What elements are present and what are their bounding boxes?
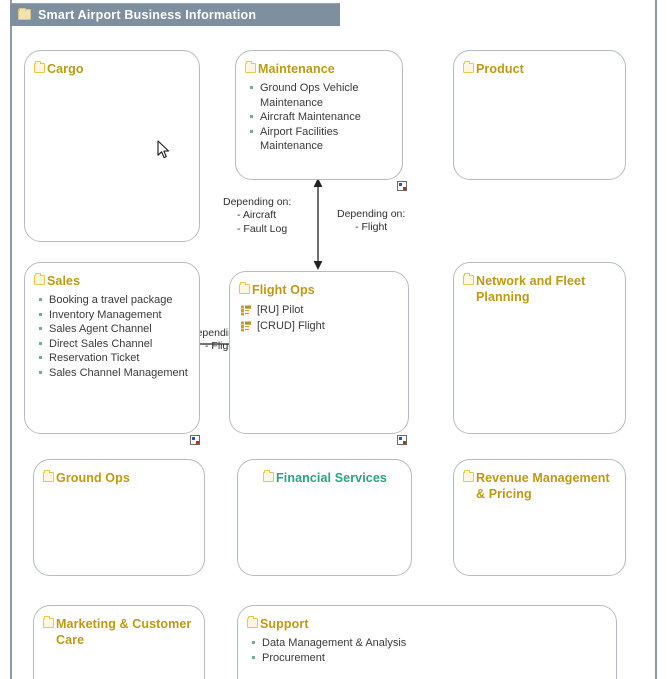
window-title: Smart Airport Business Information: [38, 7, 257, 22]
package-icon: [245, 60, 256, 73]
package-header: Financial Services: [247, 469, 403, 486]
package-product[interactable]: Product: [453, 50, 626, 180]
package-header: Revenue Management & Pricing: [463, 469, 617, 502]
entity-icon: [241, 305, 252, 316]
package-header: Maintenance: [245, 60, 394, 77]
connector-maintenance-flightops[interactable]: [310, 178, 326, 270]
package-title: Financial Services: [276, 471, 387, 485]
package-ground-ops[interactable]: Ground Ops: [33, 459, 205, 576]
list-item[interactable]: Aircraft Maintenance: [245, 110, 394, 125]
package-maintenance[interactable]: Maintenance Ground Ops Vehicle Maintenan…: [235, 50, 403, 180]
list-item[interactable]: Data Management & Analysis: [247, 636, 608, 651]
package-title: Cargo: [47, 62, 84, 76]
connector-label-flightops-side: Depending on: - Flight: [337, 208, 405, 235]
list-item[interactable]: [RU] Pilot: [239, 303, 400, 319]
package-icon: [34, 60, 45, 73]
label-line-2: - Aircraft: [237, 209, 277, 222]
list-item[interactable]: Booking a travel package: [34, 293, 191, 308]
list-item[interactable]: Ground Ops Vehicle Maintenance: [245, 81, 394, 110]
list-item[interactable]: Direct Sales Channel: [34, 337, 191, 352]
package-flight-ops[interactable]: Flight Ops [RU] Pilot: [229, 271, 409, 434]
package-icon: [247, 615, 258, 628]
package-cargo[interactable]: Cargo: [24, 50, 200, 242]
package-header: Marketing & Customer Care: [43, 615, 196, 648]
list-item[interactable]: Procurement: [247, 651, 608, 666]
package-header: Network and Fleet Planning: [463, 272, 617, 305]
package-title: Network and Fleet Planning: [476, 274, 586, 304]
package-title: Revenue Management & Pricing: [476, 471, 610, 501]
list-item[interactable]: Airport Facilities Maintenance: [245, 125, 394, 154]
label-line-3: - Fault Log: [237, 222, 288, 235]
package-icon: [43, 615, 54, 628]
entity-icon: [241, 321, 252, 332]
list-item[interactable]: Sales Agent Channel: [34, 322, 191, 337]
package-icon: [239, 281, 250, 294]
package-icon: [34, 272, 45, 285]
package-title: Sales: [47, 274, 81, 288]
list-item[interactable]: [CRUD] Flight: [239, 319, 400, 335]
package-marketing-and-customer-care[interactable]: Marketing & Customer Care: [33, 605, 205, 679]
frame-right-border: [655, 0, 657, 679]
child-diagram-stamp-flight-ops[interactable]: [397, 435, 407, 445]
list-item-label: [CRUD] Flight: [257, 319, 325, 332]
package-header: Flight Ops: [239, 281, 400, 298]
window-titlebar[interactable]: Smart Airport Business Information: [10, 3, 340, 26]
package-icon: [463, 60, 474, 73]
frame-left-border: [10, 0, 12, 679]
package-icon: [43, 469, 54, 482]
package-title: Marketing & Customer Care: [56, 617, 192, 647]
package-header: Sales: [34, 272, 191, 289]
label-line-1: Depending on:: [223, 196, 292, 208]
package-network-and-fleet-planning[interactable]: Network and Fleet Planning: [453, 262, 626, 434]
package-header: Product: [463, 60, 617, 77]
folder-icon: [18, 8, 31, 20]
package-icon: [463, 272, 474, 285]
package-icon: [263, 469, 275, 482]
package-title: Product: [476, 62, 524, 76]
list-item[interactable]: Reservation Ticket: [34, 351, 191, 366]
list-item[interactable]: Sales Channel Management: [34, 366, 191, 381]
child-diagram-stamp-sales[interactable]: [190, 435, 200, 445]
label-line-1: Depending on:: [337, 208, 406, 220]
package-revenue-management-and-pricing[interactable]: Revenue Management & Pricing: [453, 459, 626, 576]
package-sales[interactable]: Sales Booking a travel package Inventory…: [24, 262, 200, 434]
package-item-list: Booking a travel package Inventory Manag…: [34, 293, 191, 380]
package-title: Flight Ops: [252, 283, 315, 297]
package-header: Cargo: [34, 60, 191, 77]
package-item-list: Ground Ops Vehicle Maintenance Aircraft …: [245, 81, 394, 154]
package-item-list: Data Management & Analysis Procurement: [247, 636, 608, 665]
package-icon: [463, 469, 474, 482]
package-title: Maintenance: [258, 62, 335, 76]
package-title: Support: [260, 617, 309, 631]
package-entity-list: [RU] Pilot [CRUD] Flight: [239, 303, 400, 335]
package-header: Support: [247, 615, 608, 632]
label-line-2: - Flight: [355, 221, 388, 234]
package-support[interactable]: Support Data Management & Analysis Procu…: [237, 605, 617, 679]
list-item[interactable]: Inventory Management: [34, 308, 191, 323]
child-diagram-stamp-maintenance[interactable]: [397, 181, 407, 191]
package-header: Ground Ops: [43, 469, 196, 486]
list-item-label: [RU] Pilot: [257, 304, 304, 316]
package-title: Ground Ops: [56, 471, 130, 485]
package-financial-services[interactable]: Financial Services: [237, 459, 412, 576]
connector-label-maintenance-side: Depending on: - Aircraft - Fault Log: [223, 196, 291, 236]
